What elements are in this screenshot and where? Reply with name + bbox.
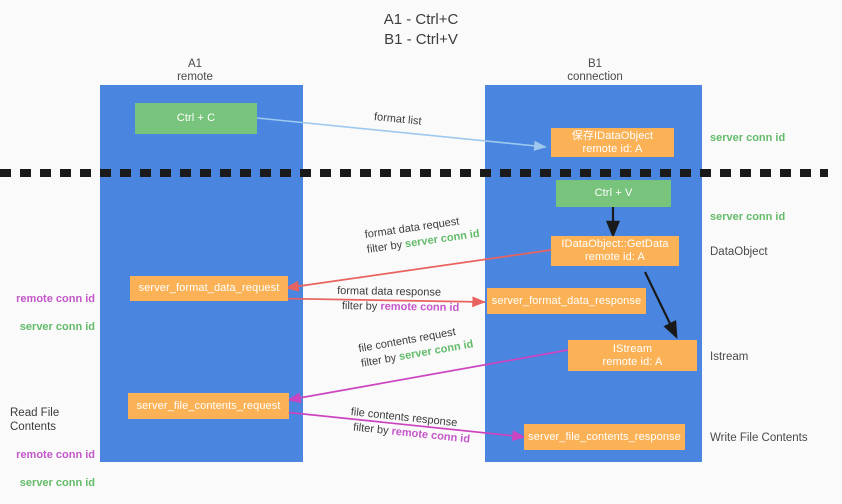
box-istream[interactable]: IStream remote id: A [568,340,697,371]
left-note-read-file-contents: Read File Contents [10,407,60,433]
box-server-file-contents-request[interactable]: server_file_contents_request [128,393,289,419]
left-note-format-server-conn-id: server conn id [19,321,95,333]
box-server-format-data-response[interactable]: server_format_data_response [487,288,646,314]
box-ctrl-v[interactable]: Ctrl + V [556,180,671,207]
box-ctrl-c[interactable]: Ctrl + C [135,103,257,134]
left-note-file-remote-conn-id: remote conn id [16,449,95,461]
note-server-conn-id-top: server conn id [710,132,786,144]
arrow-getdata-to-istream [644,271,678,339]
left-note-file-block: Read File Contents remote conn id server… [0,392,95,504]
left-note-format-remote-conn-id: remote conn id [16,293,95,305]
lane-header-b1: B1 connection [567,58,623,83]
note-server-conn-id-second: server conn id [710,211,786,223]
edge-label-fcres-prefix: filter by [352,421,393,438]
edge-label-fdres-prefix: filter by [341,300,381,313]
arrow-format-data-request [285,249,552,292]
edge-label-format-data-response: format data response filter by remote co… [337,284,460,316]
edge-label-fdres-value: remote conn id [380,300,460,314]
arrow-file-contents-request [287,349,569,404]
left-note-file-server-conn-id: server conn id [19,477,95,489]
box-idataobject-getdata[interactable]: IDataObject::GetData remote id: A [551,236,679,266]
box-server-format-data-request[interactable]: server_format_data_request [130,276,288,301]
box-server-file-contents-response[interactable]: server_file_contents_response [524,424,685,450]
arrow-format-list [256,117,547,151]
note-istream: Istream [710,351,749,363]
diagram-title: A1 - Ctrl+C B1 - Ctrl+V [383,11,459,48]
edge-label-fdreq-prefix: filter by [366,238,406,256]
note-dataobject: DataObject [710,246,768,258]
lane-header-a1: A1 remote [177,58,213,83]
note-write-file-contents: Write File Contents [710,432,808,444]
left-note-format-block: remote conn id server conn id [0,278,95,348]
edge-label-format-data-response-line2: filter by remote conn id [337,299,460,316]
box-save-idataobject[interactable]: 保存IDataObject remote id: A [551,128,674,157]
